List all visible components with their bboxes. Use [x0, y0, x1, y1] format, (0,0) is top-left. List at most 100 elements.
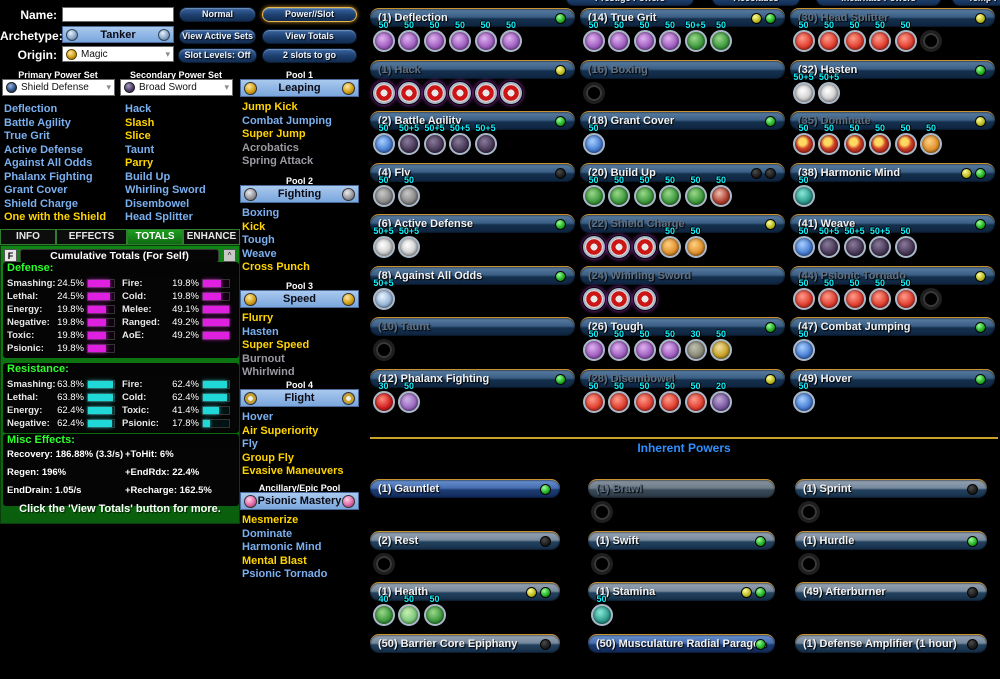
- enhancement-slot[interactable]: [633, 227, 656, 258]
- enhancement-slot[interactable]: 50: [869, 124, 892, 155]
- power-toggle-led[interactable]: [967, 587, 978, 598]
- enhancement-slot[interactable]: 50: [894, 21, 917, 52]
- power-bar-brawl[interactable]: (1) Brawl: [588, 479, 775, 498]
- powerlist-item-grant-cover[interactable]: Grant Cover: [4, 184, 68, 196]
- power-toggle-led[interactable]: [765, 219, 776, 230]
- powerlist-item-parry[interactable]: Parry: [125, 157, 154, 169]
- powerlist-item-combat-jumping[interactable]: Combat Jumping: [242, 114, 332, 127]
- enhancement-slot[interactable]: 50+5: [818, 72, 841, 104]
- powerlist-item-jump-kick[interactable]: Jump Kick: [242, 101, 298, 113]
- enhancement-slot[interactable]: 50: [869, 21, 892, 52]
- enhancement-slot[interactable]: 50: [590, 595, 613, 626]
- powerlist-item-slash[interactable]: Slash: [125, 116, 155, 129]
- enhancement-slot[interactable]: 50: [792, 175, 815, 207]
- power-toggle-led[interactable]: [540, 535, 551, 547]
- powerlist-item-mental-blast[interactable]: Mental Blast: [242, 554, 307, 567]
- enhancement-slot[interactable]: 50: [792, 330, 815, 361]
- powerlist-item-dominate[interactable]: Dominate: [242, 527, 293, 540]
- power-bar-barrier-core-epiphany[interactable]: (50) Barrier Core Epiphany: [370, 633, 560, 653]
- powerlist-item-whirling-sword[interactable]: Whirling Sword: [125, 184, 206, 196]
- enhancement-slot[interactable]: 40: [372, 595, 395, 626]
- powerlist-item-battle-agility[interactable]: Battle Agility: [4, 116, 71, 129]
- power-toggle-led[interactable]: [975, 116, 986, 127]
- pool-select-fighting[interactable]: Fighting: [240, 185, 359, 203]
- archetype-select[interactable]: Tanker: [62, 26, 174, 43]
- power-bar-true-grit[interactable]: (14) True Grit: [580, 8, 785, 27]
- powerlist-item-flurry[interactable]: Flurry: [242, 312, 274, 324]
- power-bar-swift[interactable]: (1) Swift: [588, 530, 775, 550]
- button-power-slot[interactable]: Power//Slot: [262, 7, 357, 22]
- power-bar-stamina[interactable]: (1) Stamina: [588, 582, 775, 601]
- enhancement-slot[interactable]: 50+5: [792, 72, 815, 104]
- enhancement-slot[interactable]: 20: [710, 381, 733, 413]
- powerlist-item-group-fly[interactable]: Group Fly: [242, 451, 294, 464]
- enhancement-slot[interactable]: 50: [474, 21, 497, 52]
- power-bar-dominate[interactable]: (35) Dominate: [790, 111, 995, 130]
- enhancement-slot[interactable]: 50: [582, 124, 605, 155]
- enhancement-slot[interactable]: 50: [608, 330, 631, 361]
- enhancement-slot[interactable]: 50: [818, 278, 841, 310]
- powerlist-item-tough[interactable]: Tough: [242, 234, 275, 246]
- powerlist-item-air-superiority[interactable]: Air Superiority: [242, 424, 319, 437]
- power-bar-psionic-tornado[interactable]: (44) Psionic Tornado: [790, 265, 995, 285]
- power-toggle-led[interactable]: [540, 484, 551, 495]
- powerlist-item-hack[interactable]: Hack: [125, 103, 152, 115]
- enhancement-slot[interactable]: [608, 279, 631, 310]
- enhancement-slot[interactable]: 50: [423, 595, 446, 626]
- secondary-set-select[interactable]: Broad Sword ▾: [120, 79, 233, 96]
- powerlist-item-kick[interactable]: Kick: [242, 220, 266, 233]
- enhancement-slot[interactable]: 50+5: [818, 227, 841, 258]
- empty-slot[interactable]: [920, 279, 943, 310]
- button-normal[interactable]: Normal: [179, 7, 256, 22]
- enhancement-slot[interactable]: 50+5: [449, 124, 472, 155]
- pool-select-leaping[interactable]: Leaping: [240, 79, 359, 97]
- power-toggle-led[interactable]: [755, 587, 766, 598]
- enhancement-slot[interactable]: 30: [684, 330, 707, 361]
- enhancement-slot[interactable]: 30: [372, 381, 395, 413]
- primary-set-select[interactable]: Shield Defense ▾: [2, 79, 115, 96]
- enhancement-slot[interactable]: 50: [659, 381, 682, 413]
- power-toggle-led[interactable]: [555, 373, 566, 385]
- enhancement-slot[interactable]: 50: [659, 330, 682, 361]
- power-bar-fly[interactable]: (4) Fly: [370, 162, 575, 182]
- power-bar-head-splitter[interactable]: (30) Head Splitter: [790, 8, 995, 27]
- enhancement-slot[interactable]: 50: [894, 278, 917, 310]
- tab-enhance[interactable]: ENHANCE: [183, 229, 240, 245]
- powerlist-item-harmonic-mind[interactable]: Harmonic Mind: [242, 541, 322, 553]
- enhancement-slot[interactable]: 50: [398, 595, 421, 626]
- enhancement-slot[interactable]: 50: [894, 124, 917, 155]
- enhancement-slot[interactable]: [582, 279, 605, 310]
- powerlist-item-shield-charge[interactable]: Shield Charge: [4, 197, 78, 210]
- collapse-panel-button[interactable]: ^: [223, 249, 236, 262]
- power-toggle-led[interactable]: [555, 219, 566, 230]
- power-bar-rest[interactable]: (2) Rest: [370, 530, 560, 550]
- enhancement-slot[interactable]: 50: [792, 278, 815, 310]
- power-bar-against-all-odds[interactable]: (8) Against All Odds: [370, 265, 575, 285]
- powerlist-item-boxing[interactable]: Boxing: [242, 207, 280, 219]
- empty-slot[interactable]: [582, 73, 605, 104]
- power-bar-build-up[interactable]: (20) Build Up: [580, 162, 785, 182]
- enhancement-slot[interactable]: 50: [398, 381, 421, 413]
- enhancement-slot[interactable]: 50+5: [398, 227, 421, 258]
- powerlist-item-mesmerize[interactable]: Mesmerize: [242, 514, 299, 526]
- power-bar-boxing[interactable]: (16) Boxing: [580, 59, 785, 79]
- powerlist-item-active-defense[interactable]: Active Defense: [4, 143, 83, 156]
- powerlist-item-spring-attack[interactable]: Spring Attack: [242, 155, 314, 167]
- power-bar-hack[interactable]: (1) Hack: [370, 59, 575, 79]
- enhancement-slot[interactable]: 50: [449, 21, 472, 52]
- power-toggle-led[interactable]: [751, 13, 762, 24]
- empty-slot[interactable]: [797, 492, 820, 523]
- empty-slot[interactable]: [797, 544, 820, 575]
- enhancement-slot[interactable]: 50: [608, 381, 631, 413]
- enhancement-slot[interactable]: 50: [659, 21, 682, 52]
- power-bar-shield-charge[interactable]: (22) Shield Charge: [580, 214, 785, 233]
- tab-effects[interactable]: EFFECTS: [56, 229, 127, 245]
- enhancement-slot[interactable]: 50: [843, 124, 866, 155]
- powerlist-item-hover[interactable]: Hover: [242, 411, 274, 423]
- power-toggle-led[interactable]: [975, 270, 986, 282]
- enhancement-slot[interactable]: 50: [582, 381, 605, 413]
- enhancement-slot[interactable]: 50+5: [684, 21, 707, 52]
- enhancement-slot[interactable]: 50+5: [474, 124, 497, 155]
- enhancement-slot[interactable]: 50: [869, 278, 892, 310]
- enhancement-slot[interactable]: 50: [792, 21, 815, 52]
